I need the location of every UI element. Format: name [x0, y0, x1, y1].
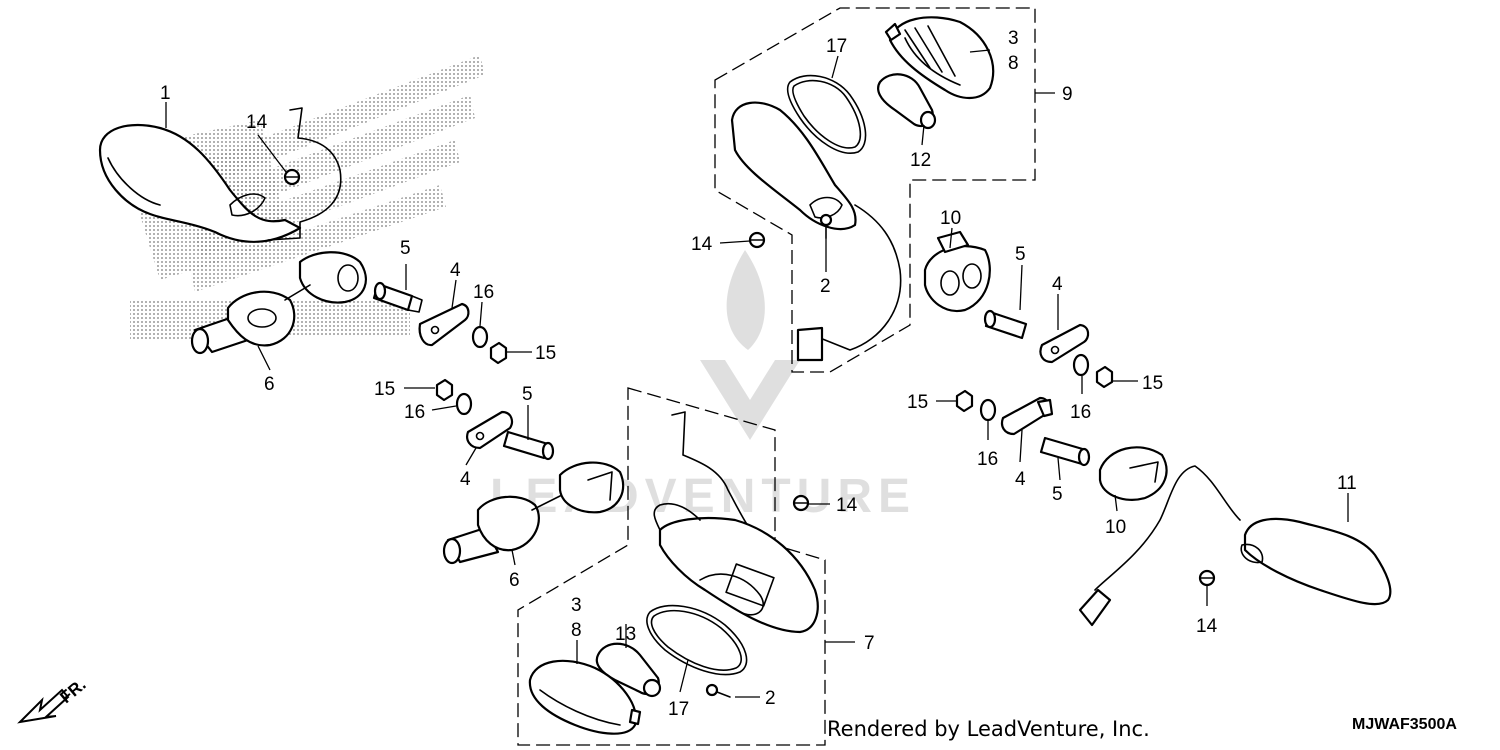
callout-7: 7	[864, 633, 875, 654]
callout-9: 9	[1062, 84, 1073, 105]
callout-8: 8	[1008, 53, 1019, 74]
callout-13: 13	[615, 624, 636, 645]
callout-2: 2	[765, 688, 776, 709]
screw-14c	[792, 494, 810, 512]
winker-stay-6a	[190, 251, 367, 355]
nut-15a	[489, 341, 508, 365]
gasket-17b	[646, 604, 748, 676]
callout-10: 10	[1105, 517, 1126, 538]
callout-15: 15	[907, 392, 928, 413]
leadventure-watermark: LEADVENTURE	[490, 250, 910, 523]
callout-4: 4	[1052, 274, 1063, 295]
plate-4c	[1039, 323, 1090, 364]
bolt-5b	[502, 430, 555, 461]
assembly-box-9	[714, 7, 1036, 373]
callout-16: 16	[473, 282, 494, 303]
callout-14: 14	[246, 112, 268, 133]
callout-16: 16	[1070, 402, 1091, 423]
callout-5: 5	[400, 238, 411, 259]
callout-11: 11	[1337, 473, 1357, 494]
callout-16: 16	[404, 402, 425, 423]
plate-4d	[1000, 396, 1054, 436]
callout-3: 3	[571, 595, 582, 616]
lens-3-8b	[528, 659, 642, 735]
screw-14d	[1198, 569, 1216, 587]
washer-16c	[1072, 353, 1090, 377]
washer-16b	[455, 392, 473, 416]
nut-15b	[435, 378, 454, 402]
callout-5: 5	[1052, 484, 1063, 505]
screw-2a	[819, 213, 833, 239]
callout-14: 14	[836, 495, 858, 516]
front-direction-indicator: FR.	[17, 675, 90, 724]
screw-14a	[283, 168, 301, 186]
callout-4: 4	[460, 469, 471, 490]
nut-15d	[955, 389, 974, 413]
plate-4a	[418, 302, 470, 347]
callout-4: 4	[1015, 469, 1026, 490]
callout-numbers: 1 14 5 4 16 15 6 15 16 5 4 6 17 3 8 9 12…	[160, 28, 1357, 720]
winker-housing-1	[98, 107, 342, 243]
callout-4: 4	[450, 260, 461, 281]
winker-housing-7	[653, 411, 819, 634]
bolt-5c	[983, 309, 1028, 340]
callout-12: 12	[910, 150, 931, 171]
callout-17: 17	[668, 699, 689, 720]
bulb-13	[595, 642, 662, 698]
leader-lines	[165, 49, 1349, 698]
screw-2b	[705, 683, 731, 698]
callout-15: 15	[1142, 373, 1163, 394]
rubber-mount-10a	[923, 230, 991, 313]
callout-14: 14	[1196, 616, 1218, 637]
diagram-code: MJWAF3500A	[1352, 716, 1457, 733]
washer-16d	[979, 398, 997, 422]
screw-14b	[748, 231, 766, 249]
front-arrow-icon	[17, 688, 70, 724]
callout-3: 3	[1008, 28, 1019, 49]
callout-5: 5	[1015, 244, 1026, 265]
callout-16: 16	[977, 449, 998, 470]
callout-1: 1	[160, 83, 171, 104]
bolt-5a	[372, 281, 423, 313]
plate-4b	[466, 410, 513, 450]
callout-5: 5	[522, 384, 533, 405]
callout-15: 15	[535, 343, 556, 364]
nut-15c	[1095, 365, 1114, 389]
bolt-5d	[1039, 436, 1091, 467]
assembly-box-7	[517, 387, 826, 746]
washer-16a	[471, 325, 489, 349]
lens-3-8a	[884, 16, 995, 100]
rubber-mount-10b	[1098, 446, 1168, 501]
winker-housing-9	[730, 101, 902, 362]
gasket-17a	[786, 74, 867, 154]
callout-17: 17	[826, 36, 847, 57]
callout-10: 10	[940, 208, 961, 229]
callout-8: 8	[571, 620, 582, 641]
winker-stay-6b	[442, 461, 625, 565]
callout-15: 15	[374, 379, 395, 400]
callout-6: 6	[264, 374, 275, 395]
winker-housing-11	[1078, 465, 1392, 627]
render-credit: Rendered by LeadVenture, Inc.	[827, 717, 1150, 741]
callout-6: 6	[509, 570, 520, 591]
callout-14: 14	[691, 234, 713, 255]
bulb-12	[877, 73, 937, 130]
callout-2: 2	[820, 276, 831, 297]
